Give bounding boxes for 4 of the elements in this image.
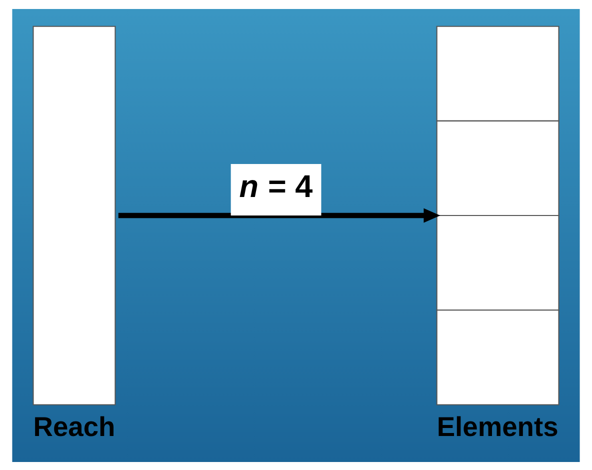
node-label: Reach bbox=[33, 410, 116, 442]
arrow bbox=[118, 208, 440, 222]
edge-label: n = 4 bbox=[239, 168, 313, 204]
node-label: Elements bbox=[436, 410, 558, 442]
